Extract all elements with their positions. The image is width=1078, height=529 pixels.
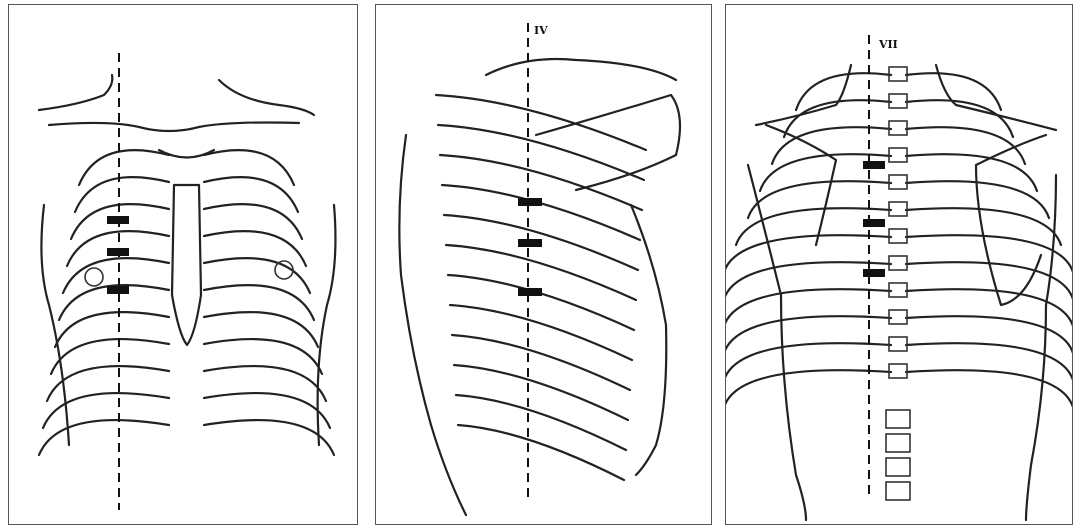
percussion-marker — [107, 286, 129, 294]
rib-left — [726, 289, 891, 326]
percussion-marker — [863, 269, 885, 277]
rib-right — [906, 73, 1001, 110]
vertebra — [889, 310, 907, 324]
rib-left — [39, 420, 169, 455]
posterior-axis-label: VII — [879, 33, 898, 52]
rib-right — [906, 343, 1073, 380]
lateral-axis-label: IV — [534, 19, 548, 38]
lumbar-vertebra — [886, 434, 910, 452]
rib — [452, 335, 630, 390]
lumbar-vertebra — [886, 482, 910, 500]
rib-left — [726, 262, 891, 299]
rib — [450, 305, 632, 360]
vertebra — [889, 283, 907, 297]
percussion-marker — [863, 219, 885, 227]
rib-right — [204, 420, 334, 455]
rib-right — [906, 154, 1037, 191]
rib-left — [726, 343, 891, 380]
vertebra — [889, 229, 907, 243]
panel-lateral-chest: IV — [375, 4, 712, 525]
rib — [436, 95, 646, 150]
vertebra — [889, 148, 907, 162]
rib — [442, 185, 640, 240]
percussion-marker — [107, 216, 129, 224]
rib — [456, 395, 626, 450]
rib-left — [726, 316, 891, 353]
percussion-marker — [518, 239, 542, 247]
vertebra — [889, 202, 907, 216]
vertebra — [889, 175, 907, 189]
rib-left — [726, 370, 891, 407]
rib-left — [784, 100, 891, 137]
rib-left — [772, 127, 891, 164]
lumbar-vertebra — [886, 410, 910, 428]
panel-anterior-chest — [8, 4, 358, 525]
rib — [448, 275, 634, 330]
nipple-left — [85, 268, 103, 286]
percussion-marker — [107, 248, 129, 256]
percussion-marker — [518, 288, 542, 296]
rib-right — [906, 316, 1073, 353]
vertebra — [889, 364, 907, 378]
vertebra — [889, 337, 907, 351]
lateral-ribcage-drawing — [376, 5, 712, 525]
posterior-ribcage-drawing — [726, 5, 1073, 525]
vertebra — [889, 256, 907, 270]
vertebra — [889, 121, 907, 135]
rib — [458, 425, 624, 480]
rib-left — [760, 154, 891, 191]
rib-right — [906, 370, 1073, 407]
anterior-ribcage-drawing — [9, 5, 358, 525]
panel-posterior-chest: VII — [725, 4, 1073, 525]
vertebra — [889, 67, 907, 81]
rib-right — [906, 127, 1025, 164]
percussion-marker — [863, 161, 885, 169]
vertebra — [889, 94, 907, 108]
percussion-marker — [518, 198, 542, 206]
rib — [454, 365, 628, 420]
lumbar-vertebra — [886, 458, 910, 476]
rib-left — [726, 235, 891, 272]
